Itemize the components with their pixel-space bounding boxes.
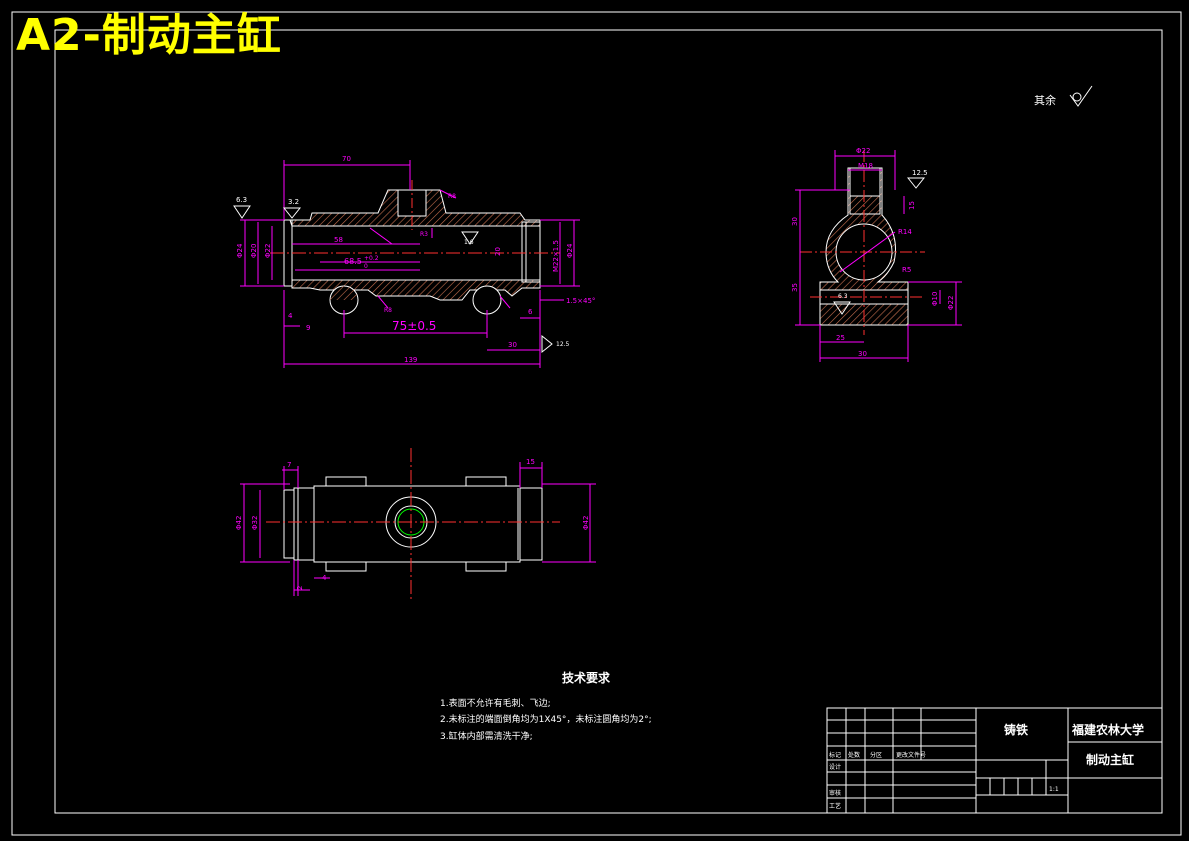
svg-text:139: 139 — [404, 356, 417, 364]
svg-text:70: 70 — [342, 155, 351, 163]
front-section-view — [270, 180, 560, 315]
top-view-centerlines — [266, 448, 560, 600]
svg-text:工艺: 工艺 — [829, 802, 841, 810]
svg-text:15: 15 — [526, 458, 535, 466]
svg-text:R8: R8 — [448, 193, 456, 200]
svg-text:M22×1.5: M22×1.5 — [552, 240, 560, 272]
front-view-dimension-labels: 70 58 68.5 +0.2 0 75±0.5 30 139 9 4 6 3.… — [236, 155, 595, 364]
svg-text:+0.2: +0.2 — [364, 255, 379, 262]
svg-text:0: 0 — [364, 263, 368, 270]
svg-text:2: 2 — [296, 586, 304, 590]
front-roughness-symbols — [233, 205, 553, 354]
side-roughness-symbols — [833, 177, 926, 315]
surface-note-label: 其余 — [1034, 93, 1056, 107]
svg-text:9: 9 — [306, 324, 310, 332]
front-body-bottom-hatch — [291, 279, 541, 301]
svg-text:M18: M18 — [858, 162, 873, 170]
svg-text:58: 58 — [334, 236, 343, 244]
svg-text:4: 4 — [322, 574, 327, 582]
svg-text:处数: 处数 — [848, 751, 860, 759]
svg-text:Φ22: Φ22 — [947, 296, 955, 310]
front-view-dimensions — [240, 160, 580, 368]
svg-text:1.6: 1.6 — [464, 239, 474, 246]
tech-requirement-item: 1.表面不允许有毛刺、飞边; — [440, 697, 551, 709]
side-view-dimension-labels: Φ22 M18 30 35 15 12.5 R14 R5 25 30 Φ10 Φ… — [791, 147, 955, 358]
svg-text:7: 7 — [287, 461, 291, 469]
svg-text:Φ42: Φ42 — [235, 516, 243, 530]
top-view-dimension-labels: 7 15 Φ42 Φ32 Φ42 4 2 — [235, 458, 590, 590]
svg-text:更改文件号: 更改文件号 — [896, 751, 926, 759]
svg-text:Φ20: Φ20 — [250, 244, 258, 258]
outer-frame — [11, 11, 1182, 836]
svg-text:Φ22: Φ22 — [856, 147, 870, 155]
svg-text:6: 6 — [528, 308, 533, 316]
svg-text:设计: 设计 — [829, 763, 841, 771]
side-view-dimensions — [795, 150, 962, 362]
svg-text:4: 4 — [288, 312, 293, 320]
svg-text:12.5: 12.5 — [912, 169, 928, 177]
svg-text:Φ24: Φ24 — [236, 243, 244, 258]
sheet-title: A2-制动主缸 — [16, 10, 282, 61]
svg-text:Φ24: Φ24 — [566, 243, 574, 258]
svg-text:20: 20 — [494, 247, 502, 256]
surface-roughness-note: 其余 — [1034, 85, 1093, 107]
svg-text:分区: 分区 — [870, 751, 882, 759]
inner-frame — [54, 29, 1163, 814]
svg-text:Φ42: Φ42 — [582, 516, 590, 530]
svg-text:R8: R8 — [384, 307, 392, 314]
svg-text:R3: R3 — [420, 231, 428, 238]
svg-text:30: 30 — [508, 341, 517, 349]
svg-text:R5: R5 — [902, 266, 911, 274]
svg-text:75±0.5: 75±0.5 — [392, 319, 436, 333]
title-block — [826, 707, 1163, 814]
svg-text:Φ32: Φ32 — [251, 516, 259, 530]
tech-requirement-item: 3.缸体内部需清洗干净; — [440, 730, 533, 742]
svg-text:68.5: 68.5 — [344, 257, 362, 266]
top-view — [283, 476, 543, 572]
tech-requirements-heading: 技术要求 — [562, 670, 611, 685]
title-block-text: 铸铁 福建农林大学 制动主缸 1:1 标记 处数 分区 更改文件号 设计 审核 … — [829, 722, 1144, 810]
part-name: 制动主缸 — [1086, 752, 1134, 767]
svg-text:25: 25 — [836, 334, 845, 342]
svg-text:Φ22: Φ22 — [264, 244, 272, 258]
side-section-view — [800, 150, 925, 335]
svg-text:Φ10: Φ10 — [931, 292, 939, 306]
svg-text:15: 15 — [908, 201, 916, 210]
svg-text:1.5×45°: 1.5×45° — [566, 297, 595, 305]
school-name: 福建农林大学 — [1071, 722, 1144, 737]
tech-requirement-item: 2.未标注的端面倒角均为1X45°，未标注圆角均为2°; — [440, 713, 652, 725]
svg-text:6.3: 6.3 — [838, 293, 848, 300]
svg-text:30: 30 — [791, 217, 799, 226]
svg-text:6.3: 6.3 — [236, 196, 247, 204]
tech-requirements: 技术要求 1.表面不允许有毛刺、飞边; 2.未标注的端面倒角均为1X45°，未标… — [440, 670, 652, 742]
svg-text:审核: 审核 — [829, 789, 841, 797]
svg-text:35: 35 — [791, 283, 799, 292]
svg-text:3.2: 3.2 — [288, 198, 299, 206]
top-view-dimensions — [240, 462, 596, 596]
svg-text:30: 30 — [858, 350, 867, 358]
material-label: 铸铁 — [1004, 722, 1028, 737]
svg-text:标记: 标记 — [829, 751, 841, 759]
svg-text:12.5: 12.5 — [556, 341, 570, 348]
svg-text:R14: R14 — [898, 228, 912, 236]
scale-label: 1:1 — [1049, 786, 1059, 793]
